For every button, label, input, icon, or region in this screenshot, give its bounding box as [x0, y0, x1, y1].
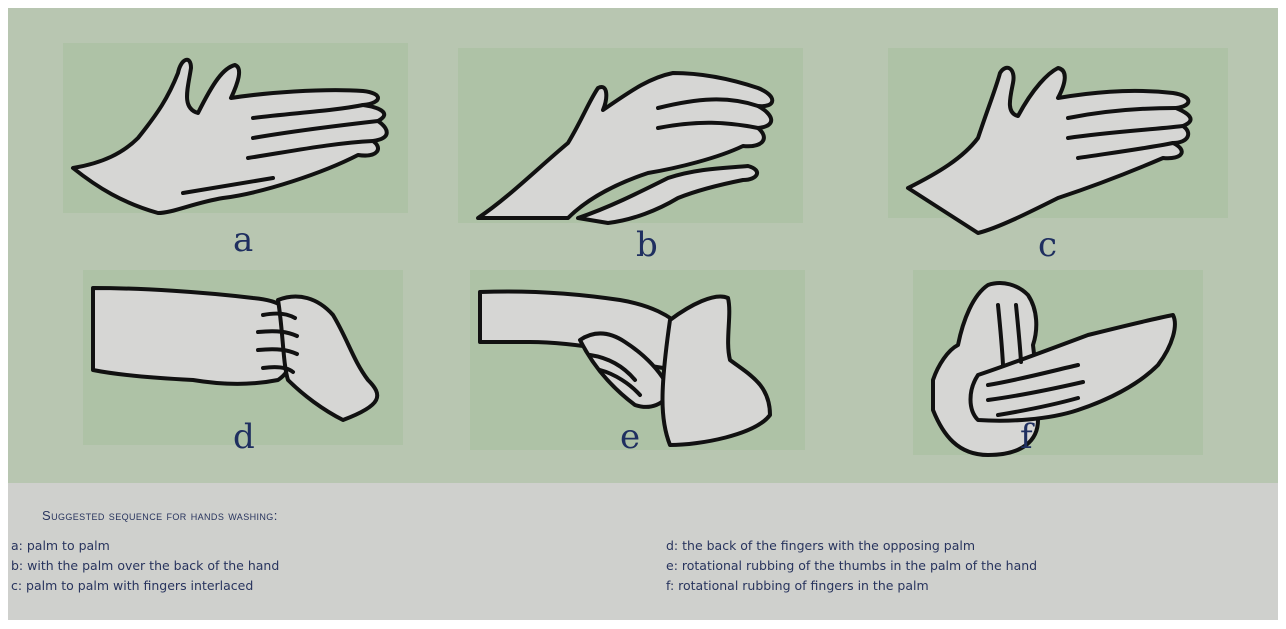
- panel-label-b: b: [636, 228, 658, 262]
- hand-illustration-b: [458, 48, 808, 258]
- panel-f: f: [888, 270, 1238, 480]
- panel-c: c: [888, 48, 1238, 258]
- caption-item-c: c: palm to palm with fingers interlaced: [11, 576, 279, 596]
- panel-b: b: [458, 48, 808, 258]
- hand-illustration-d: [83, 270, 433, 480]
- panel-label-a: a: [233, 223, 253, 257]
- caption-title: Suggested sequence for hands washing:: [42, 508, 278, 523]
- panel-a: a: [63, 43, 413, 253]
- panel-label-d: d: [233, 420, 255, 454]
- hand-illustration-e: [470, 270, 820, 480]
- panel-e: e: [470, 270, 820, 480]
- caption-item-a: a: palm to palm: [11, 536, 279, 556]
- illustration-area: a b c: [8, 8, 1278, 483]
- caption-item-b: b: with the palm over the back of the ha…: [11, 556, 279, 576]
- panel-label-f: f: [1020, 420, 1033, 454]
- panel-label-e: e: [620, 420, 640, 454]
- panel-d: d: [83, 270, 433, 480]
- caption-item-e: e: rotational rubbing of the thumbs in t…: [666, 556, 1037, 576]
- caption-column-left: a: palm to palm b: with the palm over th…: [11, 536, 279, 596]
- hand-illustration-c: [888, 48, 1238, 258]
- hand-washing-figure: a b c: [8, 8, 1278, 620]
- hand-illustration-f: [888, 270, 1238, 480]
- panel-label-c: c: [1038, 228, 1057, 262]
- caption-item-f: f: rotational rubbing of fingers in the …: [666, 576, 1037, 596]
- caption-item-d: d: the back of the fingers with the oppo…: [666, 536, 1037, 556]
- caption-column-right: d: the back of the fingers with the oppo…: [666, 536, 1037, 596]
